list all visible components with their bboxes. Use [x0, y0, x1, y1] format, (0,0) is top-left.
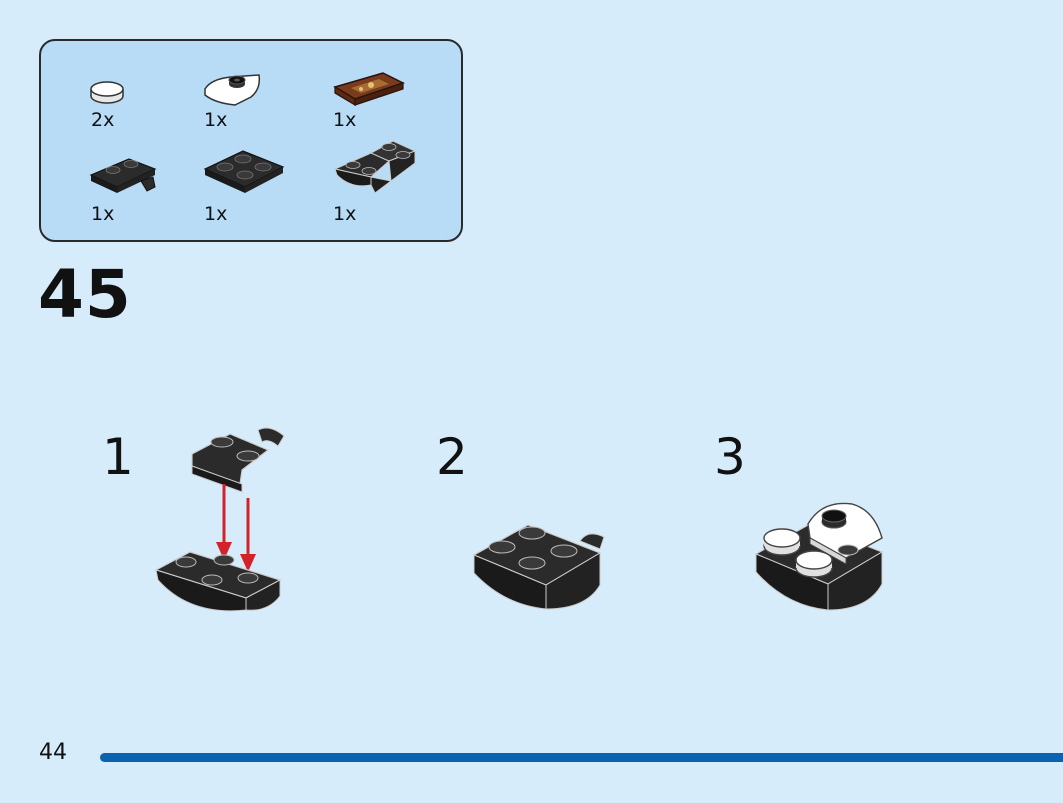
printed-brown-tile-icon [333, 72, 405, 107]
page-number: 44 [39, 740, 67, 765]
clip-plate-falling [191, 427, 285, 493]
white-round-tile-icon [90, 81, 124, 104]
black-inverted-slope-icon [333, 140, 417, 194]
sub-step-number-1: 1 [102, 428, 134, 486]
part-qty: 1x [204, 109, 228, 131]
part-qty: 1x [333, 109, 357, 131]
parts-callout-box: 2x 1x 1x 1x [39, 39, 463, 242]
page-progress-bar [100, 753, 1063, 762]
step-number: 45 [38, 256, 132, 333]
part-qty: 1x [91, 203, 115, 225]
sub-step-number-3: 3 [714, 428, 746, 486]
sub-step-1-illustration [154, 427, 285, 612]
inverted-slope-base [154, 551, 282, 612]
part-qty: 1x [333, 203, 357, 225]
part-qty: 1x [204, 203, 228, 225]
sub-step-3-illustration [754, 502, 884, 611]
down-arrow-icon [216, 484, 256, 572]
sub-step-number-2: 2 [436, 428, 468, 486]
white-wedge-plate-icon [204, 74, 261, 106]
white-round-tile-icon [795, 550, 833, 578]
sub-step-2-illustration [472, 524, 605, 610]
part-qty: 2x [91, 109, 115, 131]
white-round-tile-icon [763, 528, 801, 556]
black-clip-plate-icon [89, 158, 157, 193]
black-2x2-plate-icon [203, 150, 285, 193]
